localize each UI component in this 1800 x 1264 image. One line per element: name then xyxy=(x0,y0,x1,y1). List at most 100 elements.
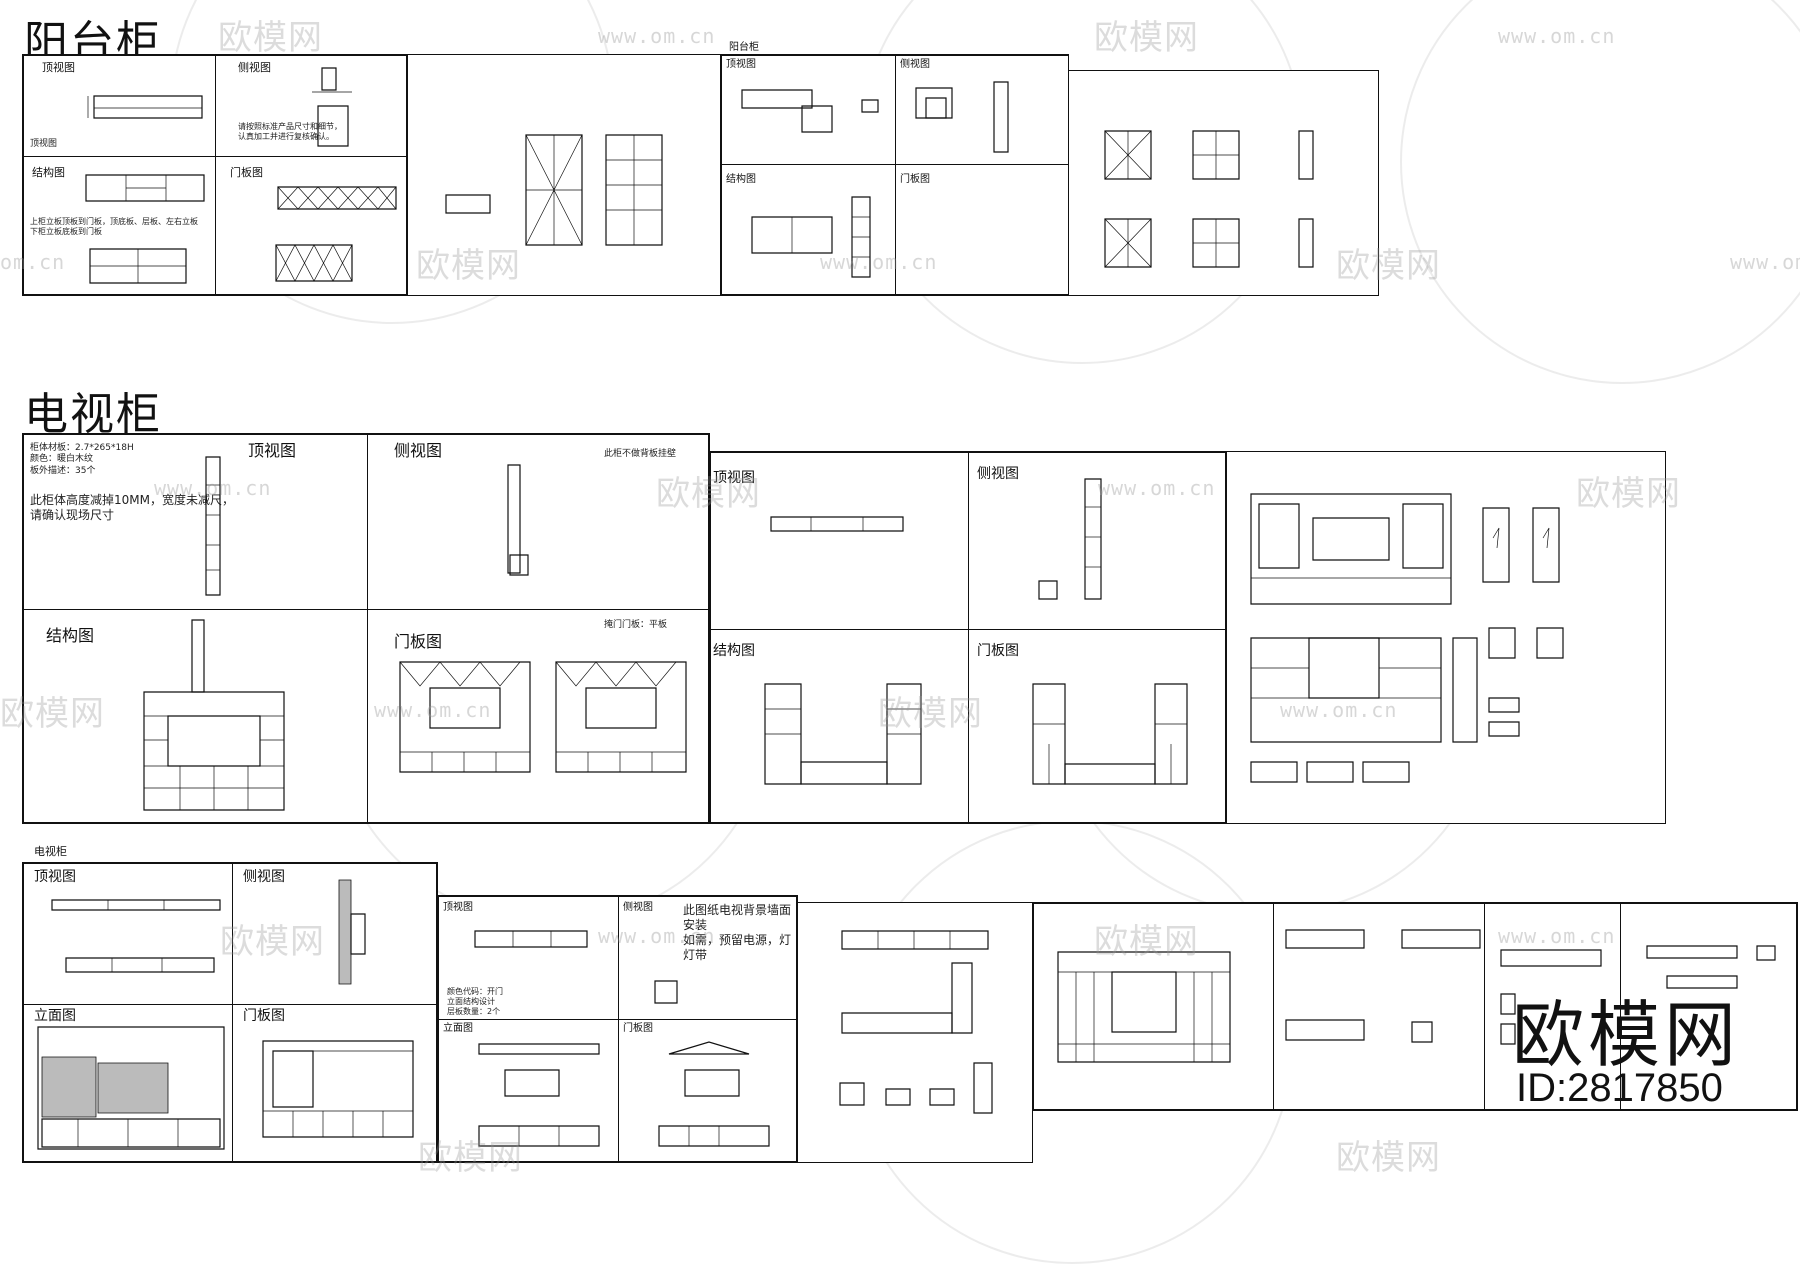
top-view-label: 顶视图 xyxy=(726,59,756,70)
side-view-label: 侧视图 xyxy=(977,466,1019,482)
balcony-caption: 阳台柜 xyxy=(729,42,759,53)
watermark-url: www.om.cn xyxy=(1730,250,1800,274)
tv-g-panel-1 xyxy=(1033,903,1274,1110)
door-panel-drawing xyxy=(396,662,696,792)
top-view-drawing xyxy=(202,455,242,605)
tv-a-top-view-cell: 柜体材板：2.7*265*18H 颜色：暖白木纹 板外描述：35个 顶视图 此柜… xyxy=(23,434,368,610)
side-view-drawing xyxy=(912,82,1052,162)
elevation-label: 立面图 xyxy=(443,1023,473,1034)
tv-b-top-cell: 顶视图 xyxy=(710,452,969,630)
tv-d-side-cell: 侧视图 xyxy=(232,863,437,1005)
tv-e-door-cell: 门板图 xyxy=(618,1019,797,1162)
door-panel-drawing-2 xyxy=(276,245,356,285)
tv-section-title: 电视柜 xyxy=(24,389,162,440)
watermark-circle xyxy=(1400,0,1800,384)
side-view-note: 此图纸电视背景墙面安装 如需，预留电源，灯 灯带 xyxy=(683,903,792,962)
tv-small-caption: 电视柜 xyxy=(34,845,67,858)
top-view-drawing xyxy=(771,515,921,535)
tv-spec-note: 柜体材板：2.7*265*18H 颜色：暖白木纹 板外描述：35个 xyxy=(30,443,134,476)
watermark-text: 欧模网 xyxy=(1336,1138,1441,1178)
top-view-label: 顶视图 xyxy=(713,470,755,486)
balcony-c-top-cell: 顶视图 xyxy=(721,55,896,165)
watermark-text: 欧模网 xyxy=(218,18,323,58)
tv-e-elevation-cell: 立面图 xyxy=(438,1019,619,1162)
tv-sheet-g xyxy=(1032,902,1798,1111)
side-view-drawing xyxy=(312,66,362,156)
top-view-label: 顶视图 xyxy=(42,61,75,74)
structure-label: 结构图 xyxy=(726,174,756,185)
top-view-drawing xyxy=(52,890,222,1000)
door-panel-drawing xyxy=(1029,684,1199,804)
side-view-drawing xyxy=(1039,477,1119,617)
balcony-c-side-cell: 侧视图 xyxy=(895,55,1069,165)
structure-drawing xyxy=(86,175,206,205)
side-view-label: 侧视图 xyxy=(243,869,285,885)
watermark-url: www.om.cn xyxy=(598,24,716,48)
tv-sheet-e: 顶视图 颜色代码：开门 立面结构设计 层板数量：2个 侧视图 此图纸电视背景墙面… xyxy=(437,895,798,1163)
top-view-drawing xyxy=(463,927,613,957)
elevation-drawing xyxy=(459,1036,619,1156)
tv-side-note: 此柜不做背板挂壁 xyxy=(604,449,677,459)
tv-b-struct-cell: 结构图 xyxy=(710,629,969,823)
balcony-sheet-a: 顶视图 顶视图 侧视图 请按照标准产品尺寸和细节， 认真加工并进行复核确认。 结… xyxy=(22,54,408,296)
balcony-a-top-view-cell: 顶视图 顶视图 xyxy=(23,55,216,157)
structure-label: 结构图 xyxy=(713,643,755,659)
elevation-drawing xyxy=(38,1027,228,1157)
top-view-drawing xyxy=(94,94,204,124)
balcony-sheet-b xyxy=(407,54,721,296)
tv-a-structure-cell: 结构图 xyxy=(23,609,368,823)
structure-label: 结构图 xyxy=(32,166,65,179)
tv-height-note: 此柜体高度减掉10MM，宽度未减尺， 请确认现场尺寸 xyxy=(30,493,234,522)
side-view-drawing xyxy=(651,977,691,1017)
door-panel-label: 门板图 xyxy=(230,166,263,179)
door-panel-drawing xyxy=(263,1041,423,1151)
structure-label: 结构图 xyxy=(46,626,95,645)
spec-note: 顶视图 xyxy=(30,128,57,151)
tv-c-drawing xyxy=(1247,488,1647,808)
top-view-drawing xyxy=(742,90,882,140)
door-panel-label: 门板图 xyxy=(394,632,443,651)
side-note: 请按照标准产品尺寸和细节， 认真加工并进行复核确认。 xyxy=(238,122,342,141)
balcony-c-struct-cell: 结构图 xyxy=(721,164,896,295)
tv-f-drawing xyxy=(812,923,1022,1153)
balcony-sheet-d xyxy=(1068,70,1379,296)
balcony-a-door-cell: 门板图 xyxy=(215,156,407,295)
tv-g-drawing-3 xyxy=(1499,944,1619,1074)
tv-sheet-b: 顶视图 侧视图 结构图 门板图 xyxy=(709,451,1227,824)
tv-a-door-cell: 门板图 掩门门板：平板 xyxy=(367,609,709,823)
door-panel-label: 门板图 xyxy=(900,174,930,185)
color-note: 颜色代码：开门 立面结构设计 层板数量：2个 xyxy=(447,987,503,1016)
balcony-c-door-cell: 门板图 xyxy=(895,164,1069,295)
side-view-label: 侧视图 xyxy=(394,441,443,460)
balcony-sheet-c: 阳台柜 顶视图 侧视图 结构图 门板图 xyxy=(720,43,1069,296)
brand-id: ID:2817850 xyxy=(1516,1066,1723,1110)
side-view-label: 侧视图 xyxy=(900,59,930,70)
side-view-drawing xyxy=(333,874,393,994)
tv-d-top-cell: 顶视图 xyxy=(23,863,233,1005)
brand-logo-text: 欧模网 xyxy=(1512,993,1741,1077)
tv-a-side-view-cell: 侧视图 此柜不做背板挂壁 xyxy=(367,434,709,610)
balcony-a-side-view-cell: 侧视图 请按照标准产品尺寸和细节， 认真加工并进行复核确认。 xyxy=(215,55,407,157)
watermark-url: www.om.cn xyxy=(1498,24,1616,48)
tv-b-side-cell: 侧视图 xyxy=(968,452,1226,630)
tv-sheet-c xyxy=(1226,451,1666,824)
tv-sheet-f xyxy=(797,902,1033,1163)
side-view-drawing xyxy=(498,463,538,603)
watermark-text: 欧模网 xyxy=(1094,18,1199,58)
top-view-label: 顶视图 xyxy=(34,869,76,885)
structure-drawing xyxy=(732,195,882,285)
tv-d-elevation-cell: 立面图 xyxy=(23,1004,233,1162)
balcony-a-structure-cell: 结构图 上柜立板顶板到门板，顶底板、层板、左右立板 下柜立板底板到门板 xyxy=(23,156,216,295)
structure-drawing xyxy=(124,620,304,820)
door-panel-drawing xyxy=(278,187,398,213)
balcony-b-drawing xyxy=(436,125,696,295)
tv-e-top-cell: 顶视图 颜色代码：开门 立面结构设计 层板数量：2个 xyxy=(438,896,619,1020)
tv-b-door-cell: 门板图 xyxy=(968,629,1226,823)
structure-drawing xyxy=(761,684,931,804)
door-panel-label: 门板图 xyxy=(623,1023,653,1034)
top-view-label: 顶视图 xyxy=(443,902,473,913)
tv-g-panel-2 xyxy=(1273,903,1485,1110)
door-panel-drawing xyxy=(639,1036,789,1156)
top-view-label: 顶视图 xyxy=(248,441,297,460)
side-view-label: 侧视图 xyxy=(238,61,271,74)
